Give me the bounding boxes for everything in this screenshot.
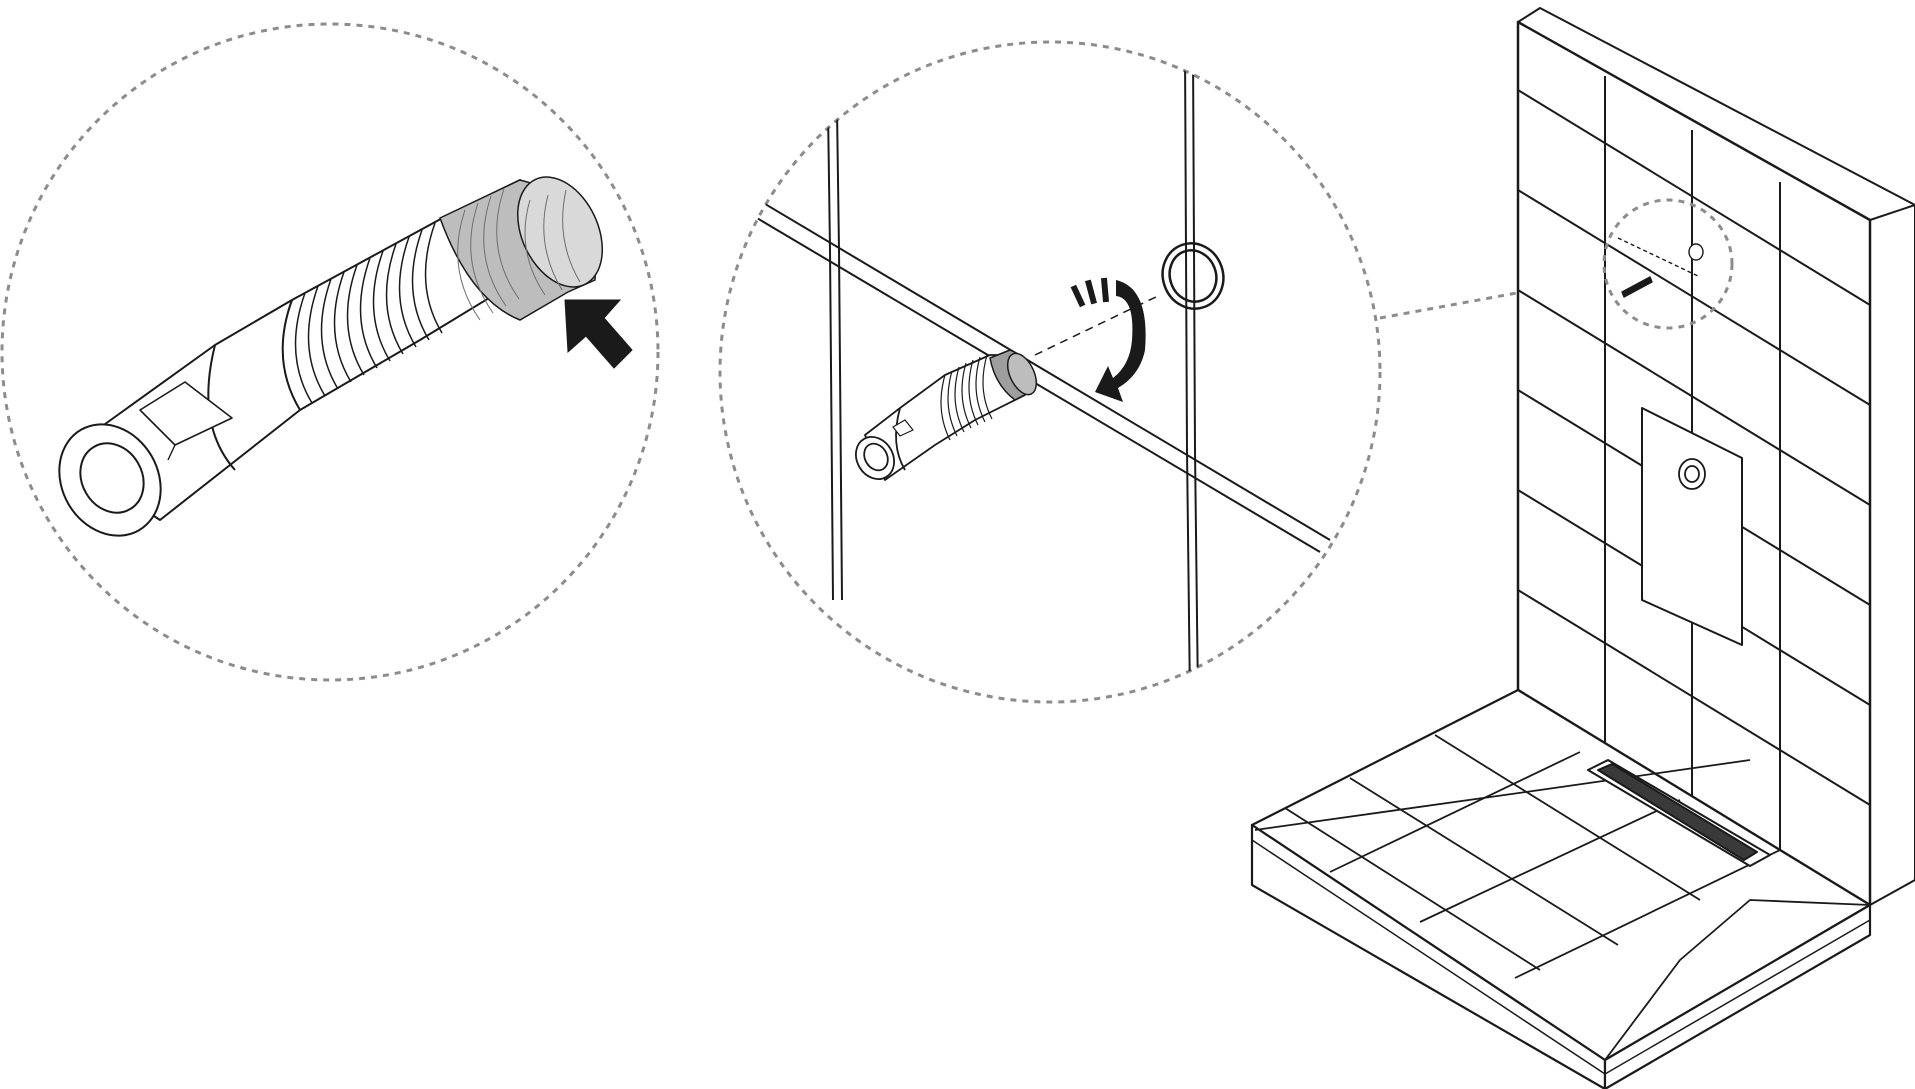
anchor-bore [79, 442, 145, 514]
threaded-anchor-large [58, 179, 569, 537]
anchor-key-flat [139, 381, 233, 446]
wall-hole [1161, 242, 1225, 310]
detail-callout-circle-1 [0, 22, 660, 682]
shower-wall-edge [1517, 7, 1915, 906]
tile-joints [739, 49, 1331, 701]
sealing-sleeve [439, 176, 604, 321]
rotate-arrow-icon [1070, 277, 1146, 402]
detail-callout-circle-2 [718, 40, 1382, 704]
threaded-anchor-small [855, 349, 1038, 481]
shower-overview [1250, 7, 1915, 1089]
step-2-detail [718, 40, 1382, 704]
push-arrow-icon [564, 299, 633, 369]
access-panel [1641, 407, 1743, 646]
panel-outlet [1678, 458, 1706, 490]
floor-tile-grid [1254, 734, 1871, 1061]
linear-drain [1587, 759, 1771, 867]
overview-anchor [1617, 237, 1704, 298]
step-1-detail [0, 22, 660, 682]
anchor-threads [281, 222, 443, 411]
overview-zoom-circle [1602, 198, 1734, 330]
